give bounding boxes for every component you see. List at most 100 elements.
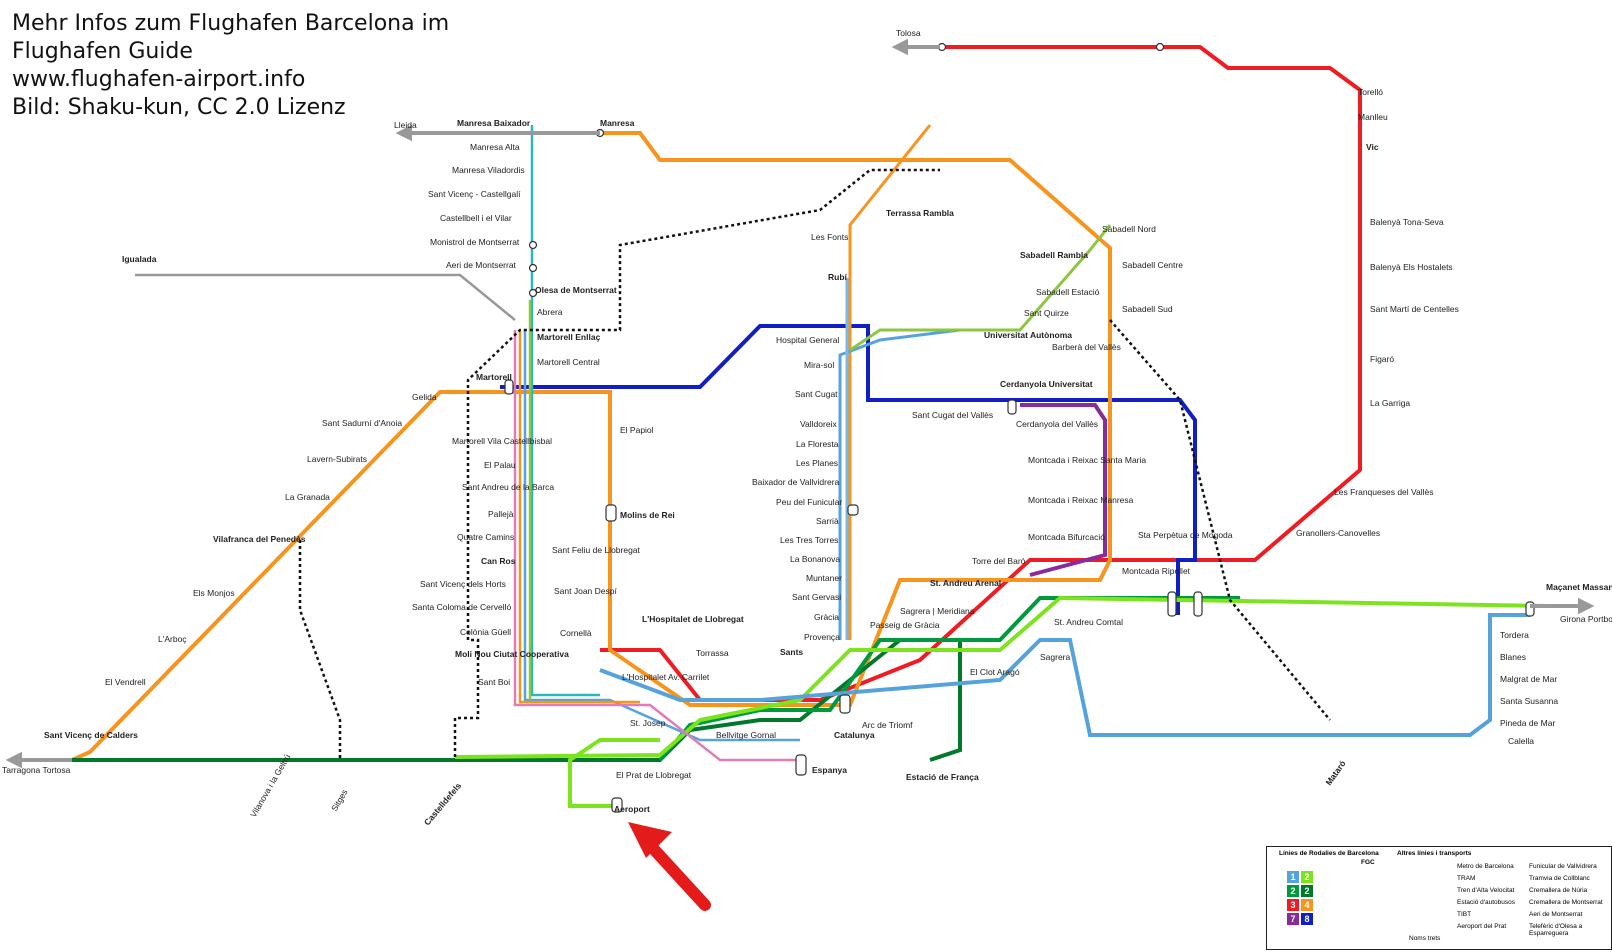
station-sta-perpetua: Sta Perpètua de Mogoda: [1138, 530, 1233, 540]
station-sant-vicenc-horts: Sant Vicenç dels Horts: [420, 579, 506, 589]
station-rubi: Rubí: [828, 272, 848, 282]
station-manresa-baixador: Manresa Baixador: [457, 118, 531, 128]
station-aeroport: Aeroport: [614, 804, 650, 814]
station-gelida: Gelida: [412, 392, 437, 402]
terminus-arrows: [5, 38, 1595, 769]
station-torre-del-baro: Torre del Baró: [972, 556, 1026, 566]
station-lavern: Lavern-Subirats: [307, 454, 367, 464]
station-balenya-hostalets: Balenyà Els Hostalets: [1370, 262, 1453, 272]
station-sant-gervasi: Sant Gervasi: [792, 592, 841, 602]
station-les-fonts: Les Fonts: [811, 232, 848, 242]
station-hospitalet-carrilet: L'Hospitalet Av. Carrilet: [622, 672, 710, 682]
station-st-andreu-arenal: St. Andreu Arenal: [930, 578, 1001, 588]
station-cornella: Cornellà: [560, 628, 592, 638]
station-martorell-central: Martorell Central: [537, 357, 600, 367]
header-line-3[interactable]: www.flughafen-airport.info: [12, 67, 306, 92]
station-el-clot: El Clot Aragó: [970, 667, 1020, 677]
station-martorell: Martorell: [476, 372, 512, 382]
legend-badge-r3: 3: [1287, 899, 1299, 911]
station-hospital-general: Hospital General: [776, 335, 839, 345]
line-r8: [500, 324, 1197, 615]
header-line-2: Flughafen Guide: [12, 39, 193, 64]
station-palleja: Pallejà: [488, 509, 514, 519]
legend-item-metro: Metro de Barcelona: [1457, 863, 1514, 870]
station-sarria: Sarrià: [816, 516, 839, 526]
station-la-garriga: La Garriga: [1370, 398, 1410, 408]
station-el-papiol: El Papiol: [620, 425, 654, 435]
station-la-bonanova: La Bonanova: [790, 554, 840, 564]
station-st-josep: St. Josep: [630, 718, 666, 728]
station-sitges: Sitges: [329, 788, 349, 813]
station-malgrat: Malgrat de Mar: [1500, 674, 1557, 684]
legend-badge-r2n: 2: [1301, 871, 1313, 883]
station-sant-cugat-valles: Sant Cugat del Vallès: [912, 410, 993, 420]
station-manresa-alta: Manresa Alta: [470, 142, 520, 152]
header-line-1: Mehr Infos zum Flughafen Barcelona im: [12, 11, 450, 36]
station-manresa: Manresa: [600, 118, 635, 128]
station-terrassa-rambla: Terrassa Rambla: [886, 208, 954, 218]
legend-badge-r4: 4: [1301, 899, 1313, 911]
station-pineda: Pineda de Mar: [1500, 718, 1555, 728]
line-s-terrassa: [838, 124, 1112, 640]
station-mira-sol: Mira-sol: [804, 360, 834, 370]
airport-pointer-arrow: [628, 822, 711, 911]
station-sabadell-nord: Sabadell Nord: [1102, 224, 1156, 234]
station-aeri: Aeri de Montserrat: [446, 260, 517, 270]
station-molins-de-rei: Molins de Rei: [620, 510, 675, 520]
station-montcada-ripollet: Montcada Ripollet: [1122, 566, 1191, 576]
station-sabadell-rambla: Sabadell Rambla: [1020, 250, 1088, 260]
station-vilafranca: Vilafranca del Penedès: [213, 534, 306, 544]
legend-item-nuria: Cremallera de Núria: [1529, 887, 1588, 894]
station-sant-feliu: Sant Feliu de Llobregat: [552, 545, 641, 555]
legend-badge-r2: 2: [1287, 885, 1299, 897]
station-macanet: Maçanet Massanes: [1546, 582, 1612, 592]
station-espanya: Espanya: [812, 765, 847, 775]
station-martorell-vila: Martorell Vila Castellbisbal: [452, 436, 552, 446]
legend-item-tram: TRAM: [1457, 875, 1476, 882]
station-calella: Calella: [1508, 736, 1534, 746]
station-manlleu: Manlleu: [1358, 112, 1388, 122]
station-monistrol: Monistrol de Montserrat: [430, 237, 520, 247]
station-sant-vicenc-castellgali: Sant Vicenç - Castellgalí: [428, 189, 521, 199]
legend-item-aeri: Aeri de Montserrat: [1529, 911, 1583, 918]
station-castelldefels: Castelldefels: [422, 780, 464, 827]
station-colonia-guell: Colònia Güell: [460, 627, 511, 637]
station-vilanova: Vilanova i la Geltrú: [248, 752, 292, 819]
station-tres-torres: Les Tres Torres: [780, 535, 838, 545]
station-sant-quirze: Sant Quirze: [1024, 308, 1069, 318]
station-cerdanyola-valles: Cerdanyola del Vallès: [1016, 419, 1098, 429]
station-figaro: Figaró: [1370, 354, 1394, 364]
station-sant-joan-despi: Sant Joan Despí: [554, 586, 617, 596]
station-la-floresta: La Floresta: [796, 439, 839, 449]
legend-item-montserrat: Cremallera de Montserrat: [1529, 899, 1603, 906]
station-estacio-franca: Estació de França: [906, 772, 979, 782]
station-universitat-autonoma: Universitat Autònoma: [984, 330, 1072, 340]
legend-item-ave: Tren d'Alta Velocitat: [1457, 887, 1515, 894]
station-ticks: [504, 42, 1535, 813]
station-can-ros: Can Ros: [481, 556, 516, 566]
station-valldoreix: Valldoreix: [800, 419, 837, 429]
legend-fgc: FGC: [1361, 859, 1375, 866]
legend-item-collblanc: Tramvia de Collblanc: [1529, 875, 1590, 882]
line-r4: [71, 131, 1112, 762]
station-labels: Manresa Baixador Manresa Alta Manresa Vi…: [44, 87, 1612, 827]
legend-title-right: Altres línies i transports: [1397, 850, 1472, 857]
line-r1: [599, 613, 1530, 737]
legend-badge-r2s: 2: [1301, 885, 1313, 897]
station-sant-vicenc-calders: Sant Vicenç de Calders: [44, 730, 138, 740]
station-igualada: Igualada: [122, 254, 157, 264]
station-el-prat: El Prat de Llobregat: [616, 770, 692, 780]
station-manresa-viladordis: Manresa Viladordis: [452, 165, 525, 175]
station-st-andreu-comtal: St. Andreu Comtal: [1054, 617, 1123, 627]
terminus-girona: Girona Portbou: [1560, 614, 1612, 624]
station-santa-coloma: Santa Coloma de Cervelló: [412, 602, 511, 612]
map-legend: Línies de Rodalies de Barcelona Altres l…: [1266, 846, 1612, 950]
station-olesa: Olesa de Montserrat: [535, 285, 617, 295]
station-castellbell: Castellbell i el Vilar: [440, 213, 512, 223]
legend-item-tibt: TIBT: [1457, 911, 1472, 918]
station-sant-cugat: Sant Cugat: [795, 389, 838, 399]
station-larboc: L'Arboç: [158, 634, 187, 644]
station-els-monjos: Els Monjos: [193, 588, 235, 598]
legend-item-teleferic: Telefèric d'Olesa a Esparreguera: [1529, 923, 1583, 937]
